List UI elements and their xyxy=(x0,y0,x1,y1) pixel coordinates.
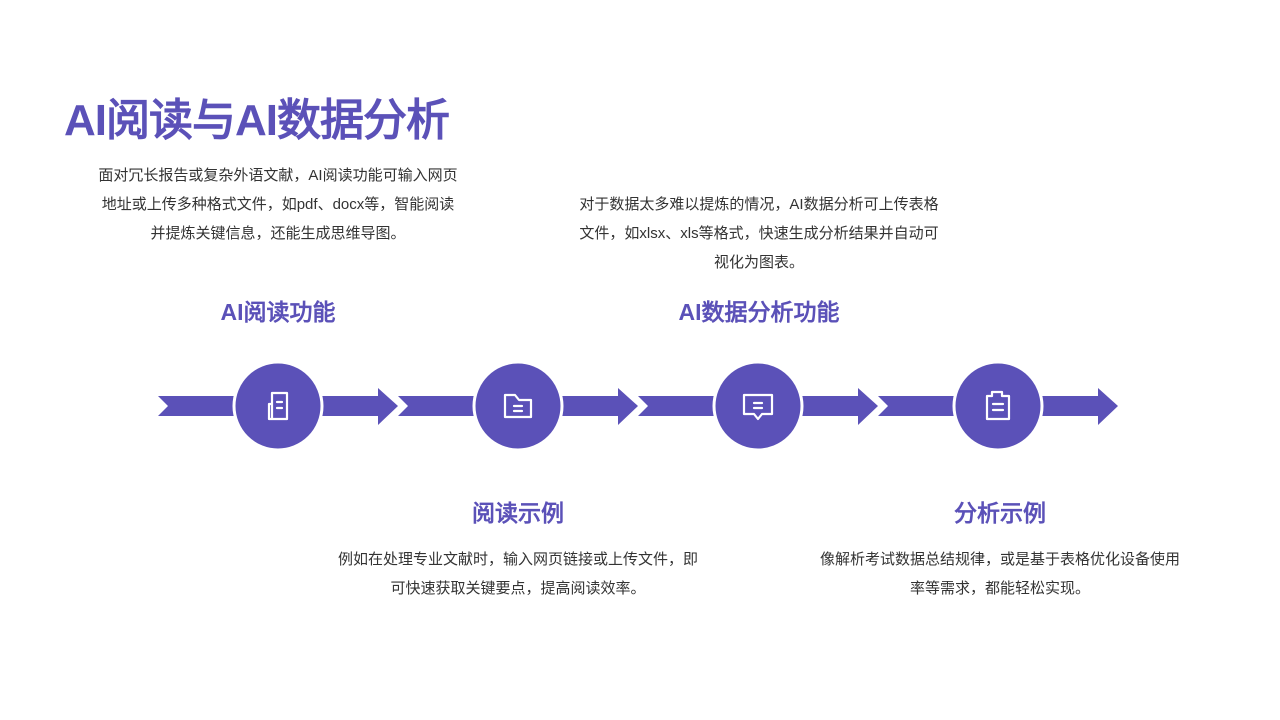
step-circle xyxy=(952,360,1044,452)
reading-example-text: 例如在处理专业文献时，输入网页链接或上传文件，即可快速获取关键要点，提高阅读效率… xyxy=(338,551,699,597)
reading-description: 面对冗长报告或复杂外语文献，AI阅读功能可输入网页地址或上传多种格式文件，如pd… xyxy=(98,167,458,242)
analysis-description: 对于数据太多难以提炼的情况，AI数据分析可上传表格文件，如xlsx、xls等格式… xyxy=(579,196,939,271)
clipboard-icon xyxy=(985,390,1011,421)
document-icon xyxy=(267,391,289,421)
reading-heading: AI阅读功能 xyxy=(220,299,336,325)
step-circle xyxy=(712,360,804,452)
analysis-example-text: 像解析考试数据总结规律，或是基于表格优化设备使用率等需求，都能轻松实现。 xyxy=(820,551,1181,597)
page-title: AI阅读与AI数据分析 xyxy=(64,96,450,145)
message-icon xyxy=(742,393,774,421)
analysis-example-heading: 分析示例 xyxy=(954,500,1046,526)
analysis-heading: AI数据分析功能 xyxy=(678,299,840,325)
folder-icon xyxy=(503,393,533,419)
step-circle xyxy=(232,360,324,452)
reading-example-heading: 阅读示例 xyxy=(472,500,564,526)
